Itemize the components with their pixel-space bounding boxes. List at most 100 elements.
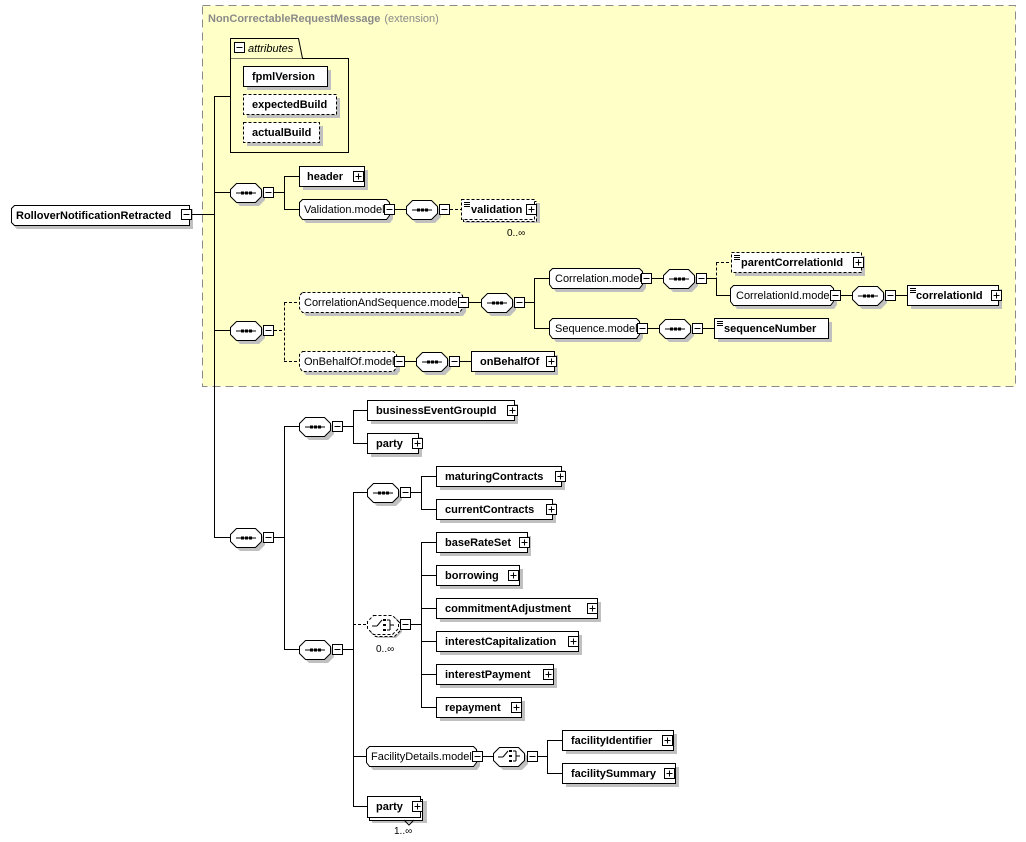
sequence-compositor[interactable]	[367, 483, 403, 507]
collapse-icon[interactable]	[514, 297, 525, 308]
element-parent-correlation-id[interactable]: parentCorrelationId	[731, 252, 866, 277]
expand-icon[interactable]	[526, 204, 537, 215]
element-borrowing[interactable]: borrowing	[436, 565, 524, 590]
group-label: CorrelationId.model	[736, 290, 832, 302]
expand-icon[interactable]	[412, 801, 423, 812]
group-validation-model[interactable]: Validation.model	[299, 199, 394, 224]
element-label: parentCorrelationId	[741, 257, 843, 269]
element-maturing-contracts[interactable]: maturingContracts	[436, 466, 566, 491]
element-header[interactable]: header	[299, 166, 369, 191]
element-label: party	[376, 801, 404, 813]
expand-icon[interactable]	[555, 471, 566, 482]
sequence-compositor[interactable]	[852, 286, 888, 310]
collapse-icon[interactable]	[830, 290, 841, 301]
collapse-icon[interactable]	[527, 751, 538, 762]
element-interest-payment[interactable]: interestPayment	[436, 664, 558, 689]
collapse-icon[interactable]	[472, 751, 483, 762]
collapse-icon[interactable]	[439, 204, 450, 215]
element-label: repayment	[445, 702, 501, 714]
element-sequence-number[interactable]: sequenceNumber	[714, 318, 833, 343]
collapse-icon[interactable]	[263, 325, 274, 336]
sequence-compositor[interactable]	[416, 352, 452, 376]
expand-icon[interactable]	[543, 669, 554, 680]
expand-icon[interactable]	[412, 438, 423, 449]
expand-icon[interactable]	[853, 257, 864, 268]
expand-icon[interactable]	[991, 290, 1002, 301]
expand-icon[interactable]	[662, 735, 673, 746]
sequence-compositor[interactable]	[406, 200, 442, 224]
element-commitment-adjustment[interactable]: commitmentAdjustment	[436, 598, 602, 623]
sequence-compositor[interactable]	[299, 417, 335, 441]
element-label: party	[376, 438, 404, 450]
collapse-icon[interactable]	[885, 290, 896, 301]
collapse-icon[interactable]	[384, 204, 395, 215]
attribute-expectedbuild[interactable]	[243, 94, 337, 115]
collapse-icon[interactable]	[696, 273, 707, 284]
choice-compositor[interactable]	[493, 747, 529, 771]
sequence-collapse-icon[interactable]	[263, 187, 274, 198]
group-label: FacilityDetails.model	[371, 751, 472, 763]
collapse-icon[interactable]	[637, 323, 648, 334]
element-correlation-id[interactable]: correlationId	[907, 285, 1003, 310]
element-label: currentContracts	[445, 504, 534, 516]
expand-icon[interactable]	[546, 504, 557, 515]
element-facility-summary[interactable]: facilitySummary	[562, 763, 680, 788]
group-label: OnBehalfOf.model	[304, 356, 395, 368]
root-collapse-icon[interactable]	[181, 209, 192, 220]
element-label: interestCapitalization	[445, 636, 557, 648]
element-label: facilitySummary	[571, 768, 657, 780]
group-label: Correlation.model	[555, 273, 642, 285]
expand-icon[interactable]	[353, 171, 364, 182]
root-element[interactable]: RolloverNotificationRetracted	[11, 205, 194, 230]
element-base-rate-set[interactable]: baseRateSet	[436, 532, 532, 557]
collapse-icon[interactable]	[263, 532, 274, 543]
expand-icon[interactable]	[511, 702, 522, 713]
expand-icon[interactable]	[546, 356, 557, 367]
collapse-icon[interactable]	[332, 421, 343, 432]
collapse-icon[interactable]	[458, 297, 469, 308]
element-label: borrowing	[445, 570, 499, 582]
expand-icon[interactable]	[519, 537, 530, 548]
collapse-icon[interactable]	[400, 487, 411, 498]
attribute-label: expectedBuild	[252, 99, 327, 111]
occurrence-label: 0..∞	[507, 228, 525, 239]
choice-compositor[interactable]	[367, 615, 403, 639]
collapse-icon[interactable]	[692, 323, 703, 334]
sequence-compositor[interactable]	[230, 321, 266, 345]
group-correlation-id-model[interactable]: CorrelationId.model	[730, 285, 838, 310]
attributes-collapse-icon[interactable]	[234, 42, 245, 53]
element-interest-capitalization[interactable]: interestCapitalization	[436, 631, 583, 656]
sequence-compositor[interactable]	[230, 528, 266, 552]
element-business-event-group-id[interactable]: businessEventGroupId	[367, 400, 519, 425]
sequence-compositor[interactable]	[663, 269, 699, 293]
sequence-compositor[interactable]	[659, 319, 695, 343]
expand-icon[interactable]	[664, 768, 675, 779]
group-on-behalf-of-model[interactable]: OnBehalfOf.model	[299, 351, 401, 376]
collapse-icon[interactable]	[332, 644, 343, 655]
expand-icon[interactable]	[587, 603, 598, 614]
element-validation[interactable]: validation	[461, 199, 541, 224]
element-label: interestPayment	[445, 669, 531, 681]
group-correlation-and-sequence-model[interactable]: CorrelationAndSequence.model	[299, 292, 467, 317]
group-sequence-model[interactable]: Sequence.model	[549, 318, 644, 343]
collapse-icon[interactable]	[449, 356, 460, 367]
collapse-icon[interactable]	[641, 273, 652, 284]
group-facility-details-model[interactable]: FacilityDetails.model	[366, 746, 481, 771]
collapse-icon[interactable]	[394, 356, 405, 367]
collapse-icon[interactable]	[400, 619, 411, 630]
expand-icon[interactable]	[507, 405, 518, 416]
element-label: sequenceNumber	[724, 323, 817, 335]
attribute-fpmlversion[interactable]	[243, 66, 328, 87]
element-facility-identifier[interactable]: facilityIdentifier	[562, 730, 678, 755]
expand-icon[interactable]	[508, 570, 519, 581]
group-correlation-model[interactable]: Correlation.model	[549, 268, 647, 293]
element-on-behalf-of[interactable]: onBehalfOf	[471, 351, 559, 376]
sequence-compositor[interactable]	[230, 183, 266, 207]
element-current-contracts[interactable]: currentContracts	[436, 499, 557, 524]
element-label: businessEventGroupId	[376, 405, 496, 417]
sequence-compositor[interactable]	[481, 293, 517, 317]
attribute-actualbuild[interactable]	[243, 122, 320, 143]
sequence-compositor[interactable]	[299, 640, 335, 664]
expand-icon[interactable]	[568, 636, 579, 647]
